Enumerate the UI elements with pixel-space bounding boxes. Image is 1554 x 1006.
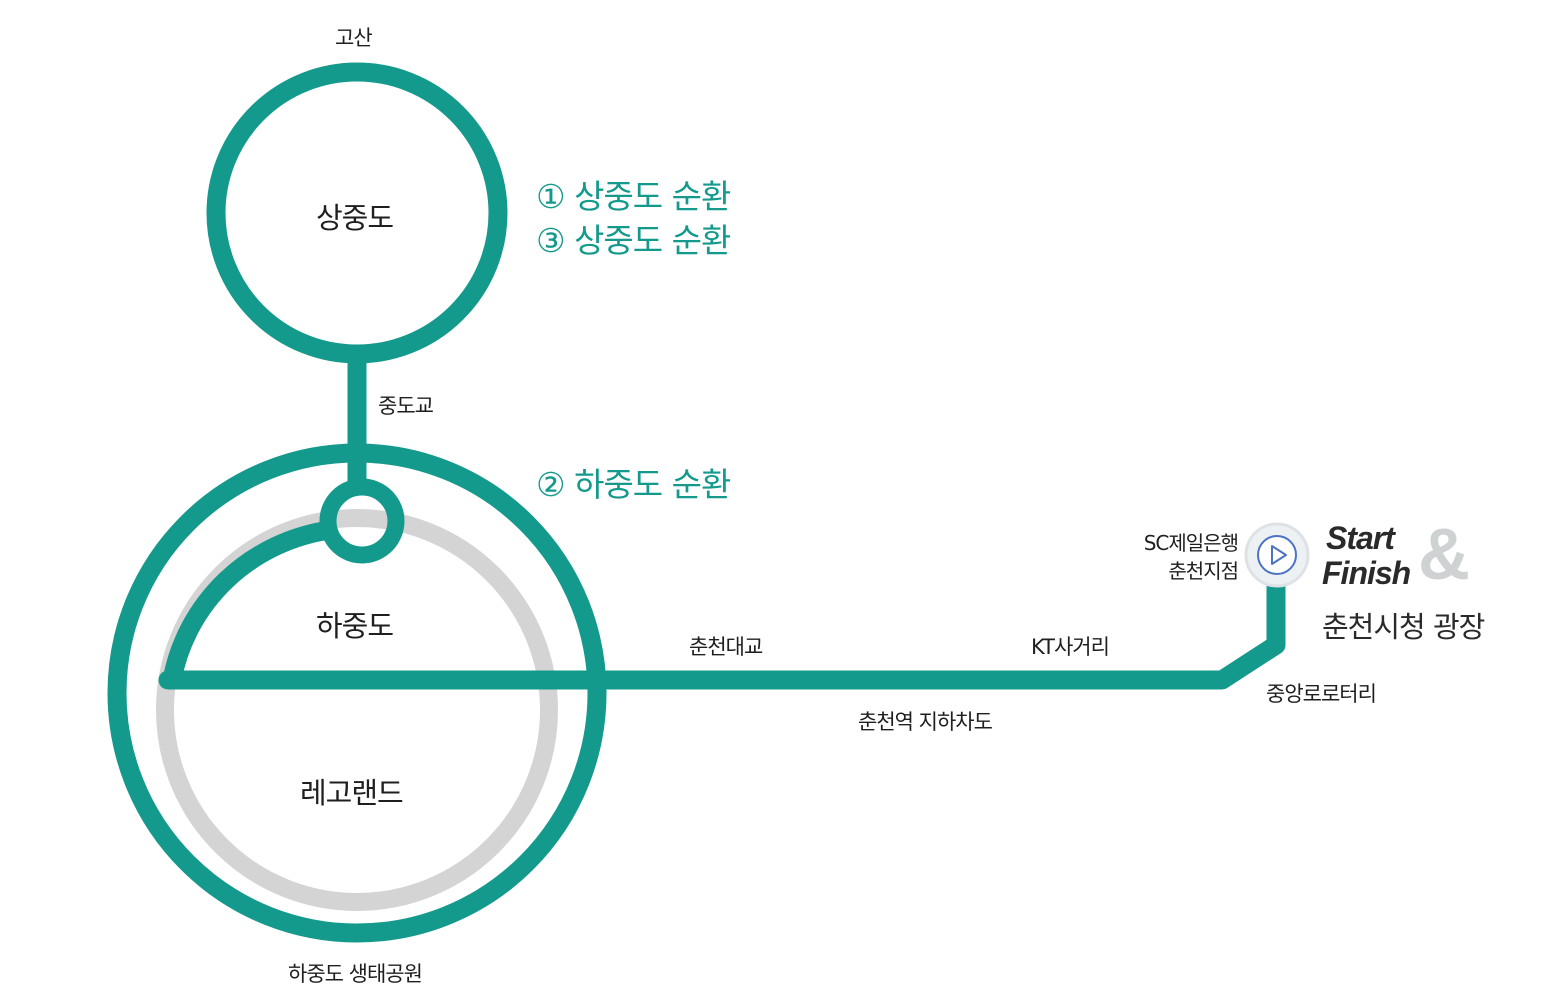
- label-chuncheon-underpass: 춘천역 지하차도: [858, 710, 993, 734]
- label-sangjungdo: 상중도: [316, 201, 394, 235]
- label-sc-bank: SC제일은행 춘천지점: [1143, 529, 1239, 585]
- play-icon: [1271, 545, 1287, 565]
- start-marker-inner: [1257, 535, 1297, 575]
- label-city-hall-plaza: 춘천시청 광장: [1322, 610, 1485, 644]
- label-kt-crossroad: KT사거리: [1031, 635, 1110, 659]
- label-jungdogyo: 중도교: [378, 394, 434, 418]
- main-road: [158, 575, 1286, 690]
- label-hajungdo-park: 하중도 생태공원: [288, 962, 423, 986]
- hajungdo-outer-loop: [107, 443, 607, 943]
- label-gosan: 고산: [335, 26, 373, 50]
- route-label-1: ① 상중도 순환: [536, 177, 731, 216]
- label-chuncheon-bridge: 춘천대교: [689, 635, 763, 659]
- hajungdo-inner-arc: [162, 520, 332, 682]
- start-text: Start: [1326, 520, 1395, 556]
- label-hajungdo: 하중도: [316, 609, 394, 643]
- label-sc-bank-line2: 춘천지점: [1168, 559, 1239, 583]
- route-label-3: ③ 상중도 순환: [536, 221, 731, 260]
- legoland-ring: [156, 509, 558, 911]
- label-sc-bank-line1: SC제일은행: [1143, 531, 1239, 555]
- ampersand: &: [1418, 515, 1470, 595]
- label-central-rotary: 중앙로로터리: [1266, 682, 1377, 706]
- finish-text: Finish: [1322, 555, 1411, 591]
- label-legoland: 레고랜드: [300, 776, 404, 810]
- route-label-2: ② 하중도 순환: [536, 465, 731, 504]
